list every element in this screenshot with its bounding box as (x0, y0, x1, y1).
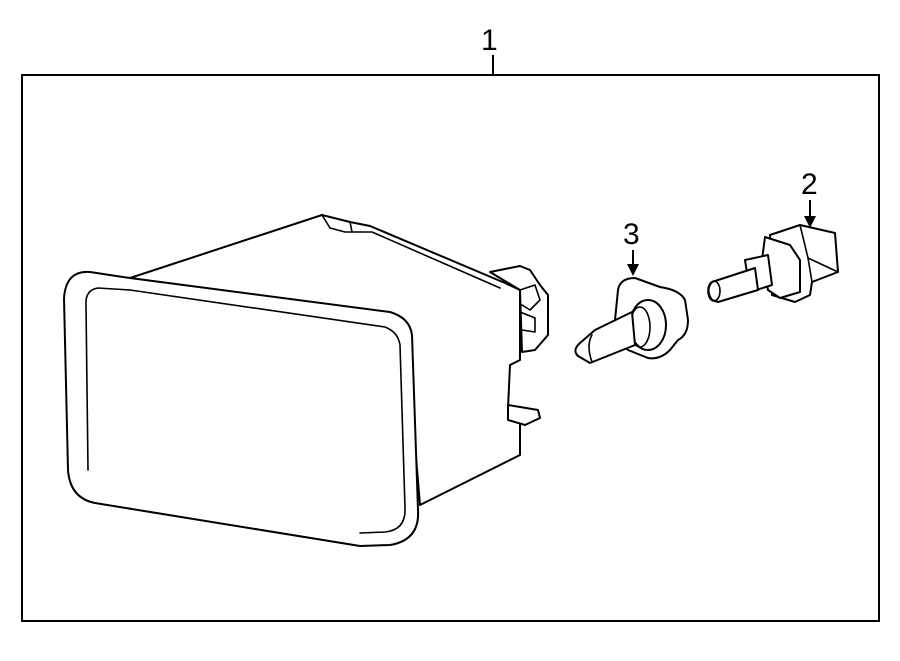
socket-body-edge (807, 257, 813, 283)
lamp-housing-seam (349, 221, 353, 233)
bulb-glass (574, 311, 636, 364)
callout-2[interactable]: 2 (801, 168, 818, 228)
callout-2-label: 2 (801, 168, 818, 201)
callout-1[interactable]: 1 (481, 24, 498, 75)
lamp-connector-boss (489, 265, 549, 353)
callout-3-arrowhead (627, 264, 639, 276)
lamp-housing-top-edge (321, 214, 501, 289)
callout-3-label: 3 (623, 218, 640, 251)
bulb-socket[interactable] (707, 224, 839, 303)
socket-terminal-end (707, 280, 721, 302)
diagram-frame (21, 74, 880, 622)
lamp-lens (129, 289, 406, 534)
callout-2-arrowhead (804, 216, 816, 228)
bulb-glass-tip (588, 334, 593, 363)
lamp-connector-detail-2 (519, 311, 536, 333)
bulb[interactable] (574, 277, 689, 364)
lamp-mounting-tab (507, 404, 541, 426)
callout-1-label: 1 (481, 24, 498, 57)
callout-3[interactable]: 3 (623, 218, 640, 276)
lamp-lens-edge (85, 287, 131, 471)
lamp-connector-detail (519, 284, 541, 311)
fog-lamp-assembly[interactable] (63, 214, 549, 547)
socket-terminal (707, 267, 759, 303)
lamp-housing (129, 214, 521, 506)
lamp-lens-bezel (63, 270, 420, 547)
